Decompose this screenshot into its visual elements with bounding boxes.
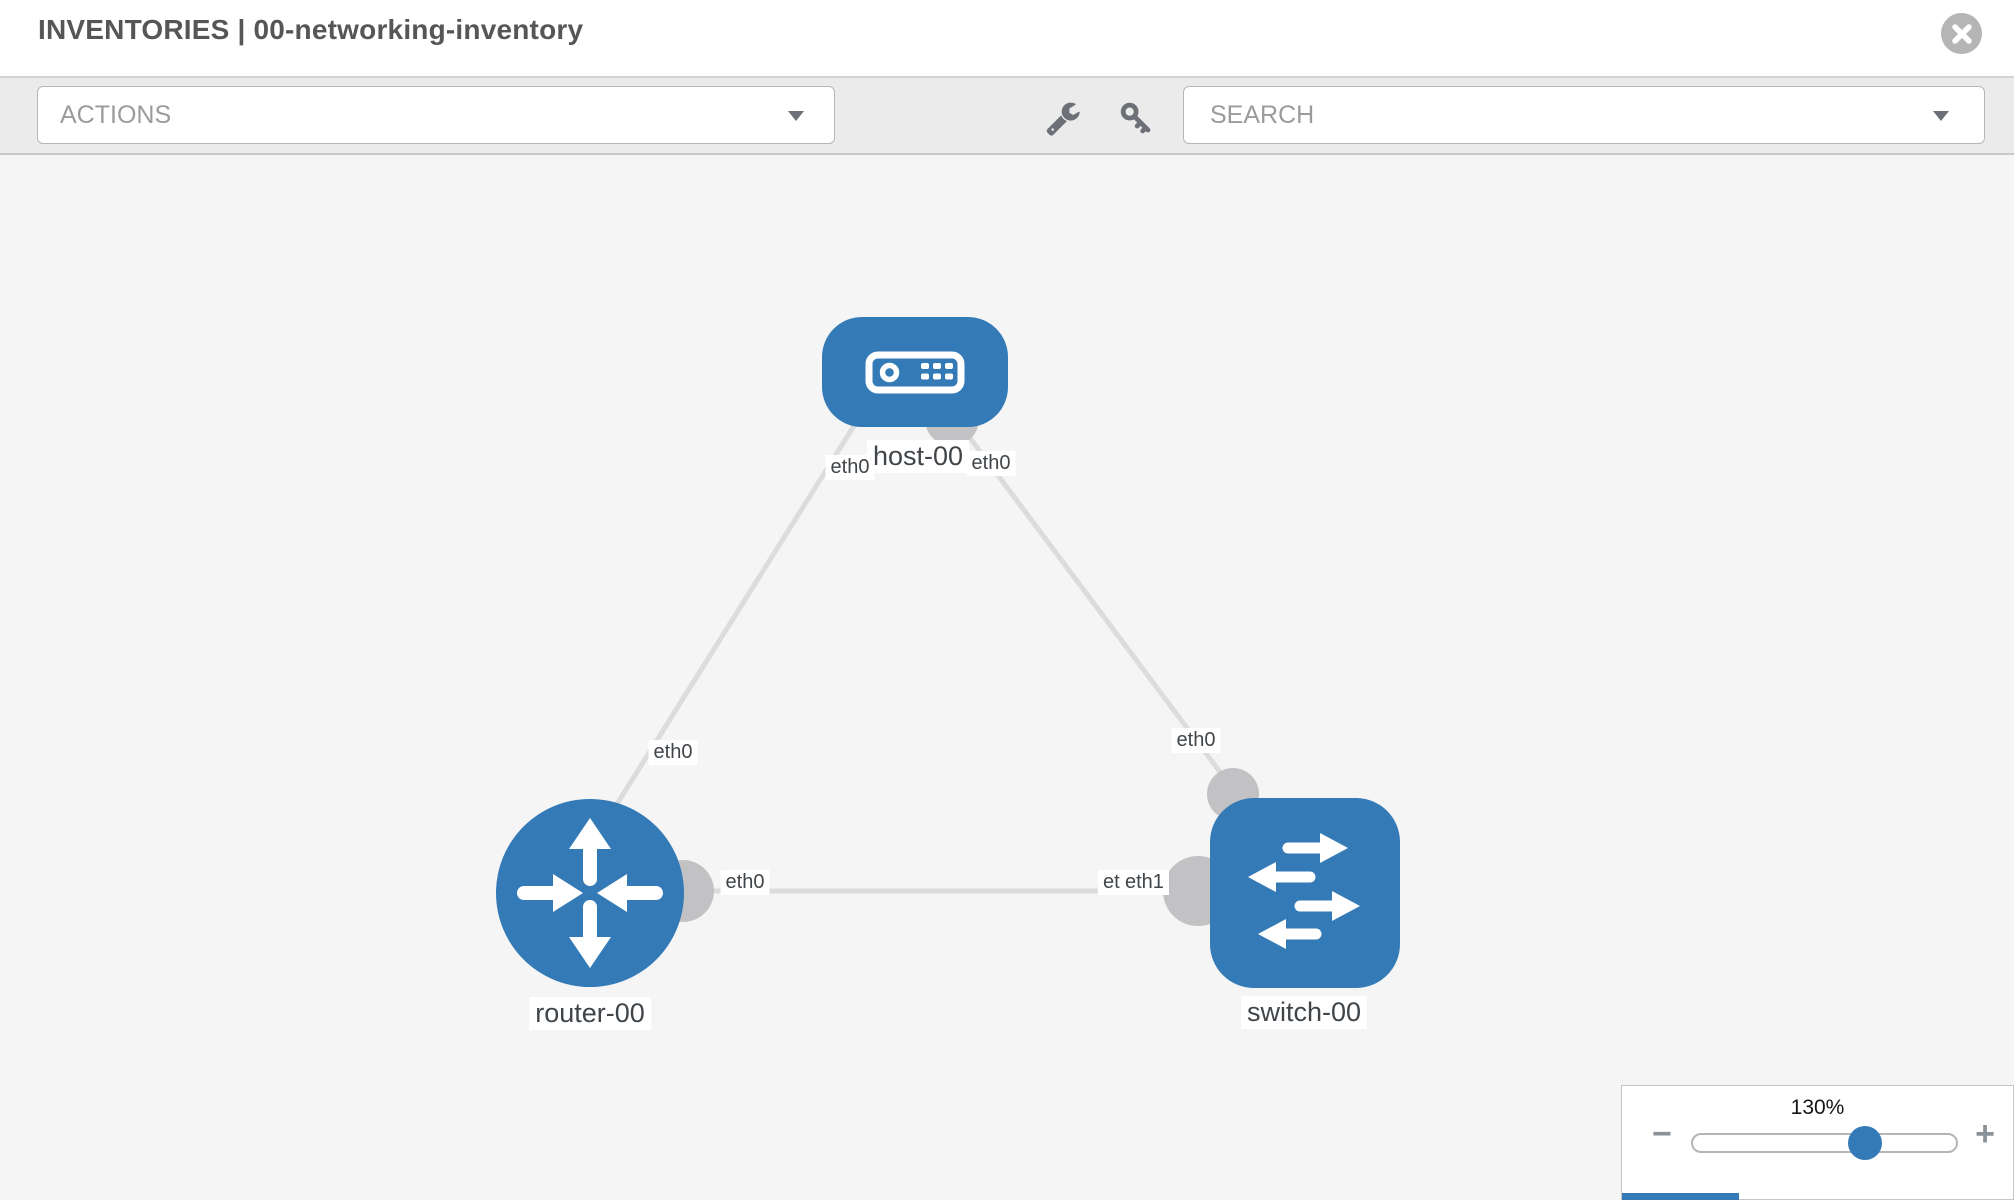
tools-button[interactable] — [1041, 96, 1085, 140]
zoom-panel: 130% − + — [1621, 1085, 2014, 1200]
switch-label: switch-00 — [1240, 996, 1368, 1030]
bottom-blue-strip — [1622, 1193, 1739, 1200]
key-button[interactable] — [1114, 96, 1158, 140]
interface-label-host-right: eth0 — [966, 451, 1016, 476]
close-button[interactable] — [1941, 13, 1982, 54]
close-icon — [1951, 23, 1972, 44]
node-host[interactable] — [822, 317, 1008, 427]
toolbar: ACTIONS SEARCH — [0, 78, 2014, 155]
interface-label-router-right: eth0 — [720, 870, 770, 895]
router-icon — [517, 818, 663, 968]
interface-label-switch-top: eth0 — [1171, 728, 1221, 753]
interface-label-host-left: eth0 — [825, 455, 875, 480]
actions-dropdown[interactable]: ACTIONS — [37, 86, 835, 144]
interface-label-router-top: eth0 — [648, 740, 698, 765]
node-switch[interactable] — [1210, 798, 1400, 988]
page-title: INVENTORIES | 00-networking-inventory — [38, 14, 584, 45]
zoom-slider-track[interactable] — [1691, 1126, 1958, 1160]
page-header: INVENTORIES | 00-networking-inventory — [0, 0, 2014, 78]
zoom-level-value: 130% — [1790, 1096, 1845, 1119]
interface-label-switch-left-front: eth1 — [1120, 870, 1169, 895]
zoom-out-button[interactable]: − — [1652, 1115, 1672, 1153]
host-label: host-00 — [866, 440, 970, 474]
search-dropdown[interactable]: SEARCH — [1183, 86, 1985, 144]
node-router[interactable] — [496, 799, 684, 987]
host-icon — [865, 351, 965, 394]
router-label: router-00 — [529, 997, 651, 1031]
switch-icon — [1248, 833, 1360, 949]
chevron-down-icon — [788, 111, 804, 121]
actions-dropdown-label: ACTIONS — [60, 100, 172, 129]
search-dropdown-label: SEARCH — [1210, 100, 1315, 129]
chevron-down-icon — [1933, 111, 1949, 121]
zoom-in-button[interactable]: + — [1975, 1115, 1995, 1153]
key-icon — [1120, 102, 1151, 134]
wrench-icon — [1046, 102, 1080, 136]
zoom-slider-handle[interactable] — [1848, 1126, 1882, 1160]
